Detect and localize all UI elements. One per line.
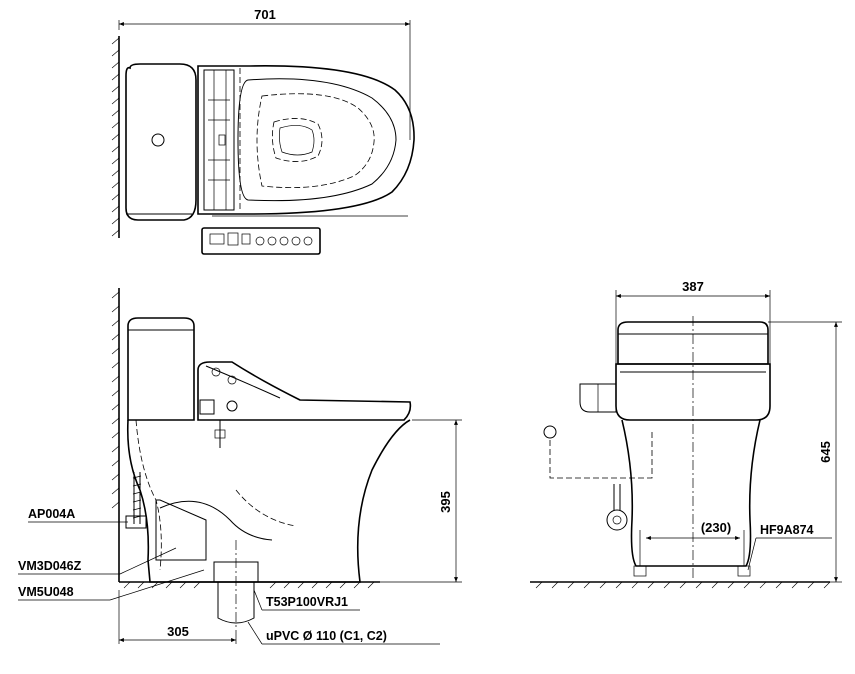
label-vm5u048: VM5U048 — [18, 585, 74, 599]
spring-hose — [132, 472, 142, 524]
floor-hatch-side — [123, 581, 375, 589]
dim-front-height: 645 — [818, 441, 833, 463]
label-hf9a874: HF9A874 — [760, 523, 814, 537]
dim-top-width: 701 — [254, 7, 276, 22]
wall-hatch-top — [111, 37, 120, 237]
dim-seat-height: 395 — [438, 491, 453, 513]
dim-rough-in: 305 — [167, 624, 189, 639]
side-view: 395 305 AP004A VM3D046Z VM5U048 T53P100V… — [18, 288, 462, 645]
remote-control-panel — [201, 227, 321, 255]
dim-bolt-spacing: (230) — [701, 520, 731, 535]
label-upvc-pipe: uPVC Ø 110 (C1, C2) — [266, 629, 387, 643]
top-view: 701 — [111, 7, 415, 255]
wall-hatch-side — [111, 291, 120, 509]
floor-hatch-front — [535, 581, 831, 589]
label-vm3d046z: VM3D046Z — [18, 559, 82, 573]
label-t53p100vrj1: T53P100VRJ1 — [266, 595, 348, 609]
label-ap004a: AP004A — [28, 507, 75, 521]
dim-front-width: 387 — [682, 279, 704, 294]
front-view: 387 645 (230) HF9A874 — [530, 279, 842, 589]
